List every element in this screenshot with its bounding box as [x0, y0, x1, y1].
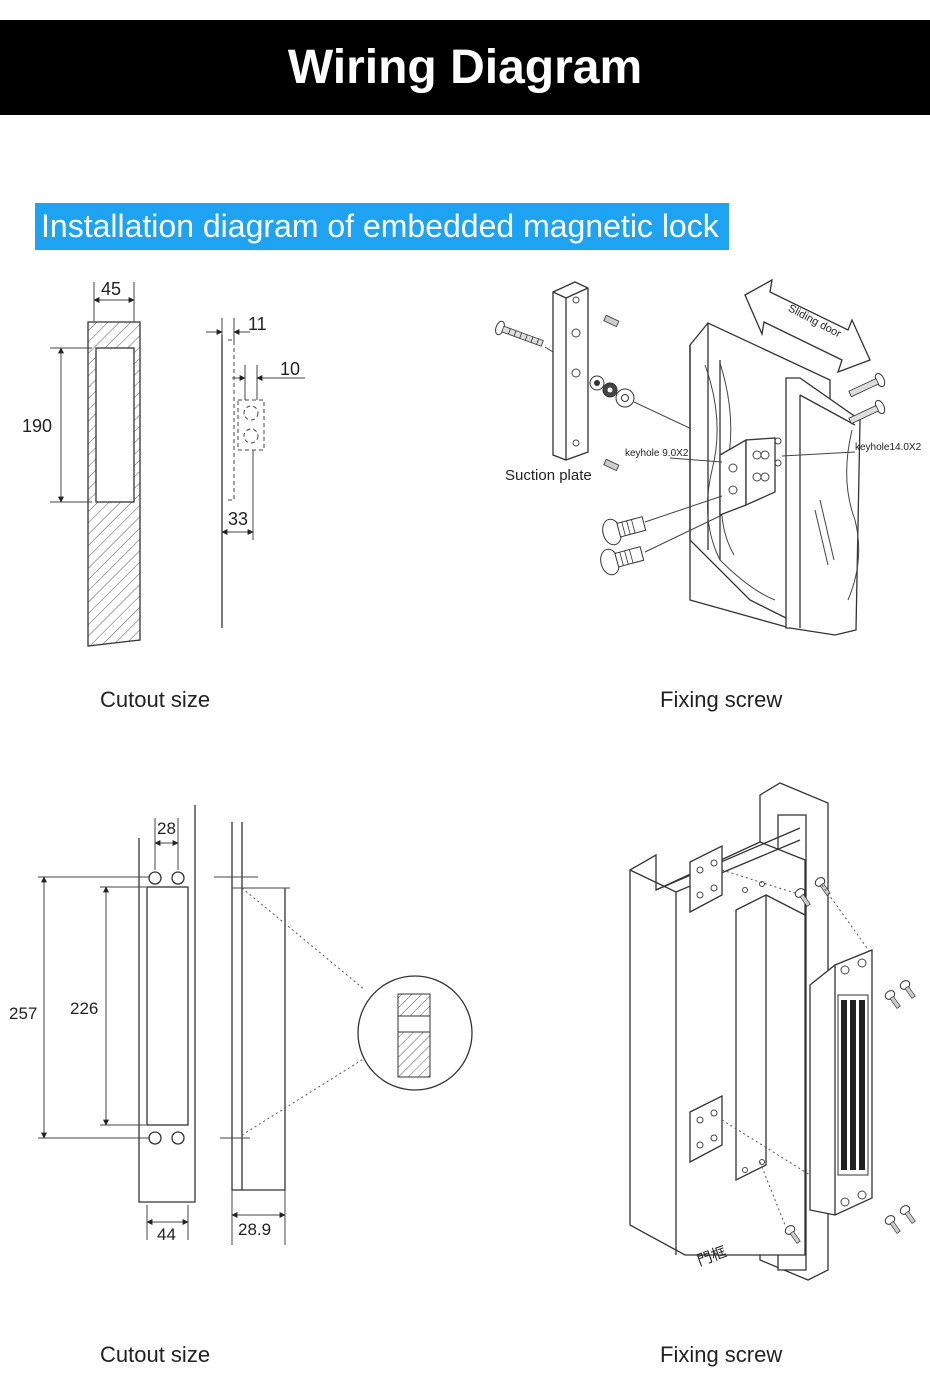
mount-hole	[171, 1131, 185, 1145]
door-frame	[629, 841, 806, 1256]
sliding-door-arrow	[744, 278, 871, 374]
front-view-post	[138, 805, 196, 1203]
label-keyhole-left: keyhole 9.0X2	[625, 448, 689, 459]
bolt-icon	[600, 546, 645, 576]
dim-inner-226: 226	[70, 999, 98, 1018]
dim-hole-10: 10	[280, 359, 300, 379]
page-title: Wiring Diagram	[287, 41, 643, 94]
screw-icon	[884, 990, 901, 1009]
grub-screw-icon	[603, 458, 620, 472]
screw-icon	[848, 399, 886, 425]
section-title: Installation diagram of embedded magneti…	[35, 203, 729, 250]
caption-bottom-right: Fixing screw	[660, 1342, 783, 1367]
dim-depth-33: 33	[228, 509, 248, 529]
screw-icon	[794, 888, 811, 907]
frame-plate-bottom	[689, 1094, 723, 1164]
detail-magnifier	[357, 975, 473, 1091]
bolt-icon	[602, 516, 647, 546]
caption-top-left: Cutout size	[100, 687, 211, 712]
caption-top-right: Fixing screw	[660, 687, 783, 712]
screw-icon	[848, 372, 886, 398]
dim-spacing-28: 28	[157, 819, 176, 838]
dim-offset-11: 11	[248, 314, 267, 334]
label-keyhole-right: keyhole14.0X2	[855, 442, 922, 453]
grub-screw-icon	[603, 314, 620, 328]
frame-plate-top	[689, 844, 723, 914]
detail-hatch-bottom	[397, 1031, 431, 1078]
side-view-post	[231, 822, 286, 1191]
screw-icon	[495, 320, 544, 347]
cutout-slot	[146, 886, 189, 1126]
dim-depth-28-9: 28.9	[238, 1220, 271, 1239]
dim-width-45: 45	[101, 279, 121, 299]
dim-width-44: 44	[157, 1225, 176, 1244]
screw-icon	[899, 1205, 916, 1224]
dim-height-190: 190	[22, 416, 52, 436]
screw-icon	[884, 1215, 901, 1234]
mount-hole	[171, 871, 185, 885]
suction-plate	[552, 281, 589, 461]
cutout-slot	[95, 347, 135, 503]
label-suction-plate: Suction plate	[505, 467, 592, 484]
dim-outer-257: 257	[9, 1004, 37, 1023]
hole-box	[237, 399, 265, 451]
caption-bottom-left: Cutout size	[100, 1342, 211, 1367]
mount-hole	[148, 871, 162, 885]
header-banner: Wiring Diagram	[0, 20, 930, 115]
screw-icon	[899, 980, 916, 999]
glass-door	[785, 377, 861, 636]
screw-icon	[784, 1225, 801, 1244]
